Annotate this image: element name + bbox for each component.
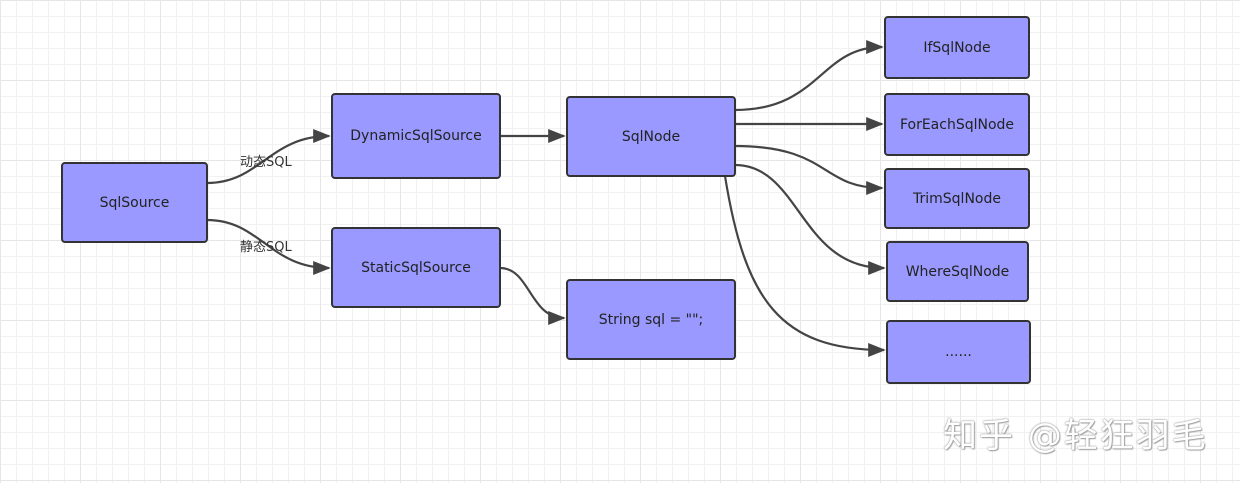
where-sql-node-label: WhereSqlNode — [905, 263, 1010, 280]
sqlnode-node[interactable]: SqlNode — [566, 96, 736, 177]
static-sql-source-label: StaticSqlSource — [361, 259, 471, 276]
more-sql-node[interactable]: ...... — [886, 320, 1031, 384]
edge-sqlnode-if — [734, 39, 884, 112]
trim-sql-node-label: TrimSqlNode — [913, 190, 1001, 207]
edge-sqlsource-dynamic — [206, 128, 331, 185]
edge-static-string — [499, 266, 566, 326]
dynamic-sql-source-node[interactable]: DynamicSqlSource — [331, 93, 501, 179]
dynamic-sql-source-label: DynamicSqlSource — [350, 128, 482, 144]
edge-sqlsource-static — [206, 218, 331, 276]
sqlnode-label: SqlNode — [621, 128, 681, 145]
more-sql-node-label: ...... — [945, 344, 972, 360]
if-sql-node-label: IfSqlNode — [923, 39, 991, 56]
sqlsource-label: SqlSource — [99, 194, 170, 211]
edge-label-dynamic-sql: 动态SQL — [240, 155, 292, 170]
if-sql-node[interactable]: IfSqlNode — [884, 16, 1030, 79]
edge-label-static-sql: 静态SQL — [240, 240, 292, 255]
string-sql-label: String sql = ""; — [598, 311, 704, 328]
edge-sqlnode-where — [734, 163, 886, 276]
edge-sqlnode-trim — [734, 144, 884, 196]
sqlsource-node[interactable]: SqlSource — [61, 162, 208, 243]
foreach-sql-node-label: ForEachSqlNode — [899, 116, 1015, 133]
static-sql-source-node[interactable]: StaticSqlSource — [331, 227, 501, 308]
foreach-sql-node[interactable]: ForEachSqlNode — [884, 93, 1030, 156]
where-sql-node[interactable]: WhereSqlNode — [886, 241, 1029, 302]
watermark: 知乎 @轻狂羽毛 — [943, 416, 1208, 456]
string-sql-node[interactable]: String sql = ""; — [566, 279, 736, 360]
trim-sql-node[interactable]: TrimSqlNode — [884, 168, 1030, 229]
edge-sqlnode-more — [723, 175, 886, 358]
